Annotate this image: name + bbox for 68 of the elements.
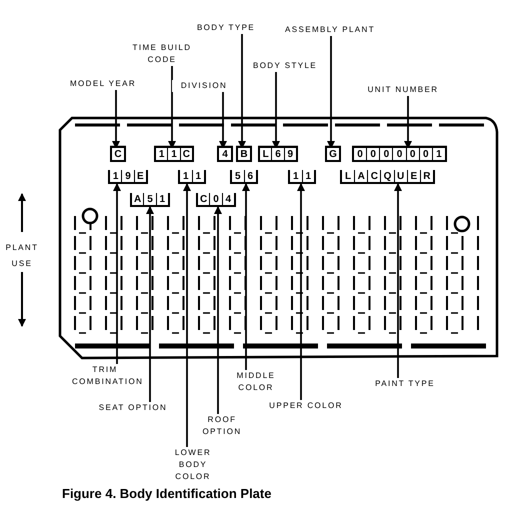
leader-line (297, 183, 305, 400)
code-field (230, 170, 258, 184)
code-character: 0 (356, 148, 364, 160)
leader-line (272, 72, 280, 149)
code-character: 9 (284, 148, 296, 160)
leader-line (113, 183, 121, 364)
code-field (130, 193, 170, 207)
leader-line (112, 90, 120, 149)
code-character: C (367, 170, 380, 182)
code-field (196, 193, 236, 207)
code-character: 1 (192, 170, 204, 182)
code-character: Q (380, 170, 394, 182)
code-character: 0 (406, 148, 419, 160)
figure-caption: Figure 4. Body Identification Plate (62, 486, 272, 501)
code-field (110, 148, 126, 162)
code-character: 1 (432, 148, 445, 160)
code-character: 1 (167, 148, 180, 160)
code-character: 4 (221, 148, 229, 160)
code-character: U (394, 170, 407, 182)
code-character: 9 (121, 170, 134, 182)
code-character: C (180, 148, 192, 160)
code-character: E (134, 170, 146, 182)
code-field (325, 148, 341, 162)
code-character: B (239, 148, 249, 160)
code-character: L (344, 170, 352, 182)
code-field (340, 170, 435, 184)
code-character: 1 (158, 148, 166, 160)
code-character: 5 (234, 170, 242, 182)
code-character: 0 (366, 148, 380, 160)
code-field (288, 170, 316, 184)
leader-line (327, 36, 335, 149)
code-character: 5 (143, 193, 156, 205)
leader-line (214, 206, 222, 414)
leader-line (238, 34, 246, 149)
code-field (108, 170, 148, 184)
code-character: 0 (379, 148, 392, 160)
code-character: 1 (292, 170, 300, 182)
leader-line (394, 183, 402, 378)
code-character: 1 (156, 193, 168, 205)
leader-line (146, 206, 154, 402)
code-character: 1 (302, 170, 314, 182)
code-character: G (328, 148, 338, 160)
code-field (154, 148, 194, 162)
code-field (352, 148, 447, 162)
code-character: 0 (418, 148, 432, 160)
code-character: 6 (271, 148, 284, 160)
leader-line (404, 96, 412, 149)
code-character: 1 (182, 170, 190, 182)
code-field (236, 148, 252, 162)
code-character: 0 (392, 148, 406, 160)
code-character: C (199, 193, 208, 205)
code-character: 6 (244, 170, 256, 182)
code-field (217, 148, 233, 162)
code-character: A (133, 193, 142, 205)
leader-line (168, 66, 176, 149)
code-character: 4 (222, 193, 234, 205)
leader-line (183, 183, 191, 447)
leader-line (219, 92, 227, 149)
code-character: R (420, 170, 433, 182)
code-character: A (354, 170, 368, 182)
code-field (178, 170, 206, 184)
code-field (258, 148, 298, 162)
code-character: L (262, 148, 270, 160)
code-character: 1 (112, 170, 120, 182)
code-character: 0 (209, 193, 222, 205)
code-character: E (406, 170, 420, 182)
code-character: C (113, 148, 123, 160)
leader-line (242, 183, 250, 370)
